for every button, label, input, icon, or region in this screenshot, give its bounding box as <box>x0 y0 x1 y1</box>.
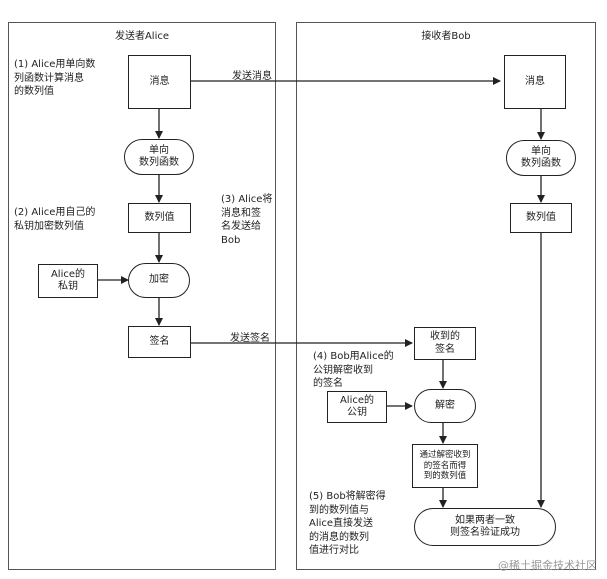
receiver-panel-title: 接收者Bob <box>421 31 471 42</box>
sender-panel: 发送者Alice <box>8 22 276 570</box>
receiver-hash-function: 单向 数列函数 <box>506 140 576 176</box>
sender-signature: 签名 <box>128 326 191 358</box>
receiver-message-box: 消息 <box>504 55 566 109</box>
note-step4: (4) Bob用Alice的 公钥解密收到 的签名 <box>313 351 394 389</box>
sender-panel-title: 发送者Alice <box>114 31 170 42</box>
receiver-decrypt: 解密 <box>414 389 476 423</box>
note-step5: (5) Bob将解密得 到的数列值与 Alice直接发送 的消息的数列 值进行对… <box>309 491 386 556</box>
note-step3: (3) Alice将 消息和签 名发送给 Bob <box>221 194 273 246</box>
sender-encrypt: 加密 <box>128 263 190 298</box>
edge-label-send-message: 发送消息 <box>232 71 272 82</box>
edge-label-send-signature: 发送签名 <box>230 333 270 344</box>
note-step2: (2) Alice用自己的 私钥加密数列值 <box>14 207 96 232</box>
sender-message-box: 消息 <box>128 55 191 109</box>
receiver-received-signature: 收到的 签名 <box>414 327 476 360</box>
receiver-panel: 接收者Bob <box>296 22 596 570</box>
sender-hash-function: 单向 数列函数 <box>124 139 194 175</box>
receiver-decrypted-value: 通过解密收到 的签名而得 到的数列值 <box>412 444 478 488</box>
watermark: @稀土掘金技术社区 <box>498 559 597 572</box>
receiver-public-key: Alice的 公钥 <box>327 391 387 423</box>
sender-hash-value: 数列值 <box>128 203 191 233</box>
note-step1: (1) Alice用单向数 列函数计算消息 的数列值 <box>14 59 96 97</box>
sender-private-key: Alice的 私钥 <box>38 264 98 298</box>
receiver-hash-value: 数列值 <box>510 203 572 233</box>
receiver-result: 如果两者一致 则签名验证成功 <box>414 508 556 546</box>
